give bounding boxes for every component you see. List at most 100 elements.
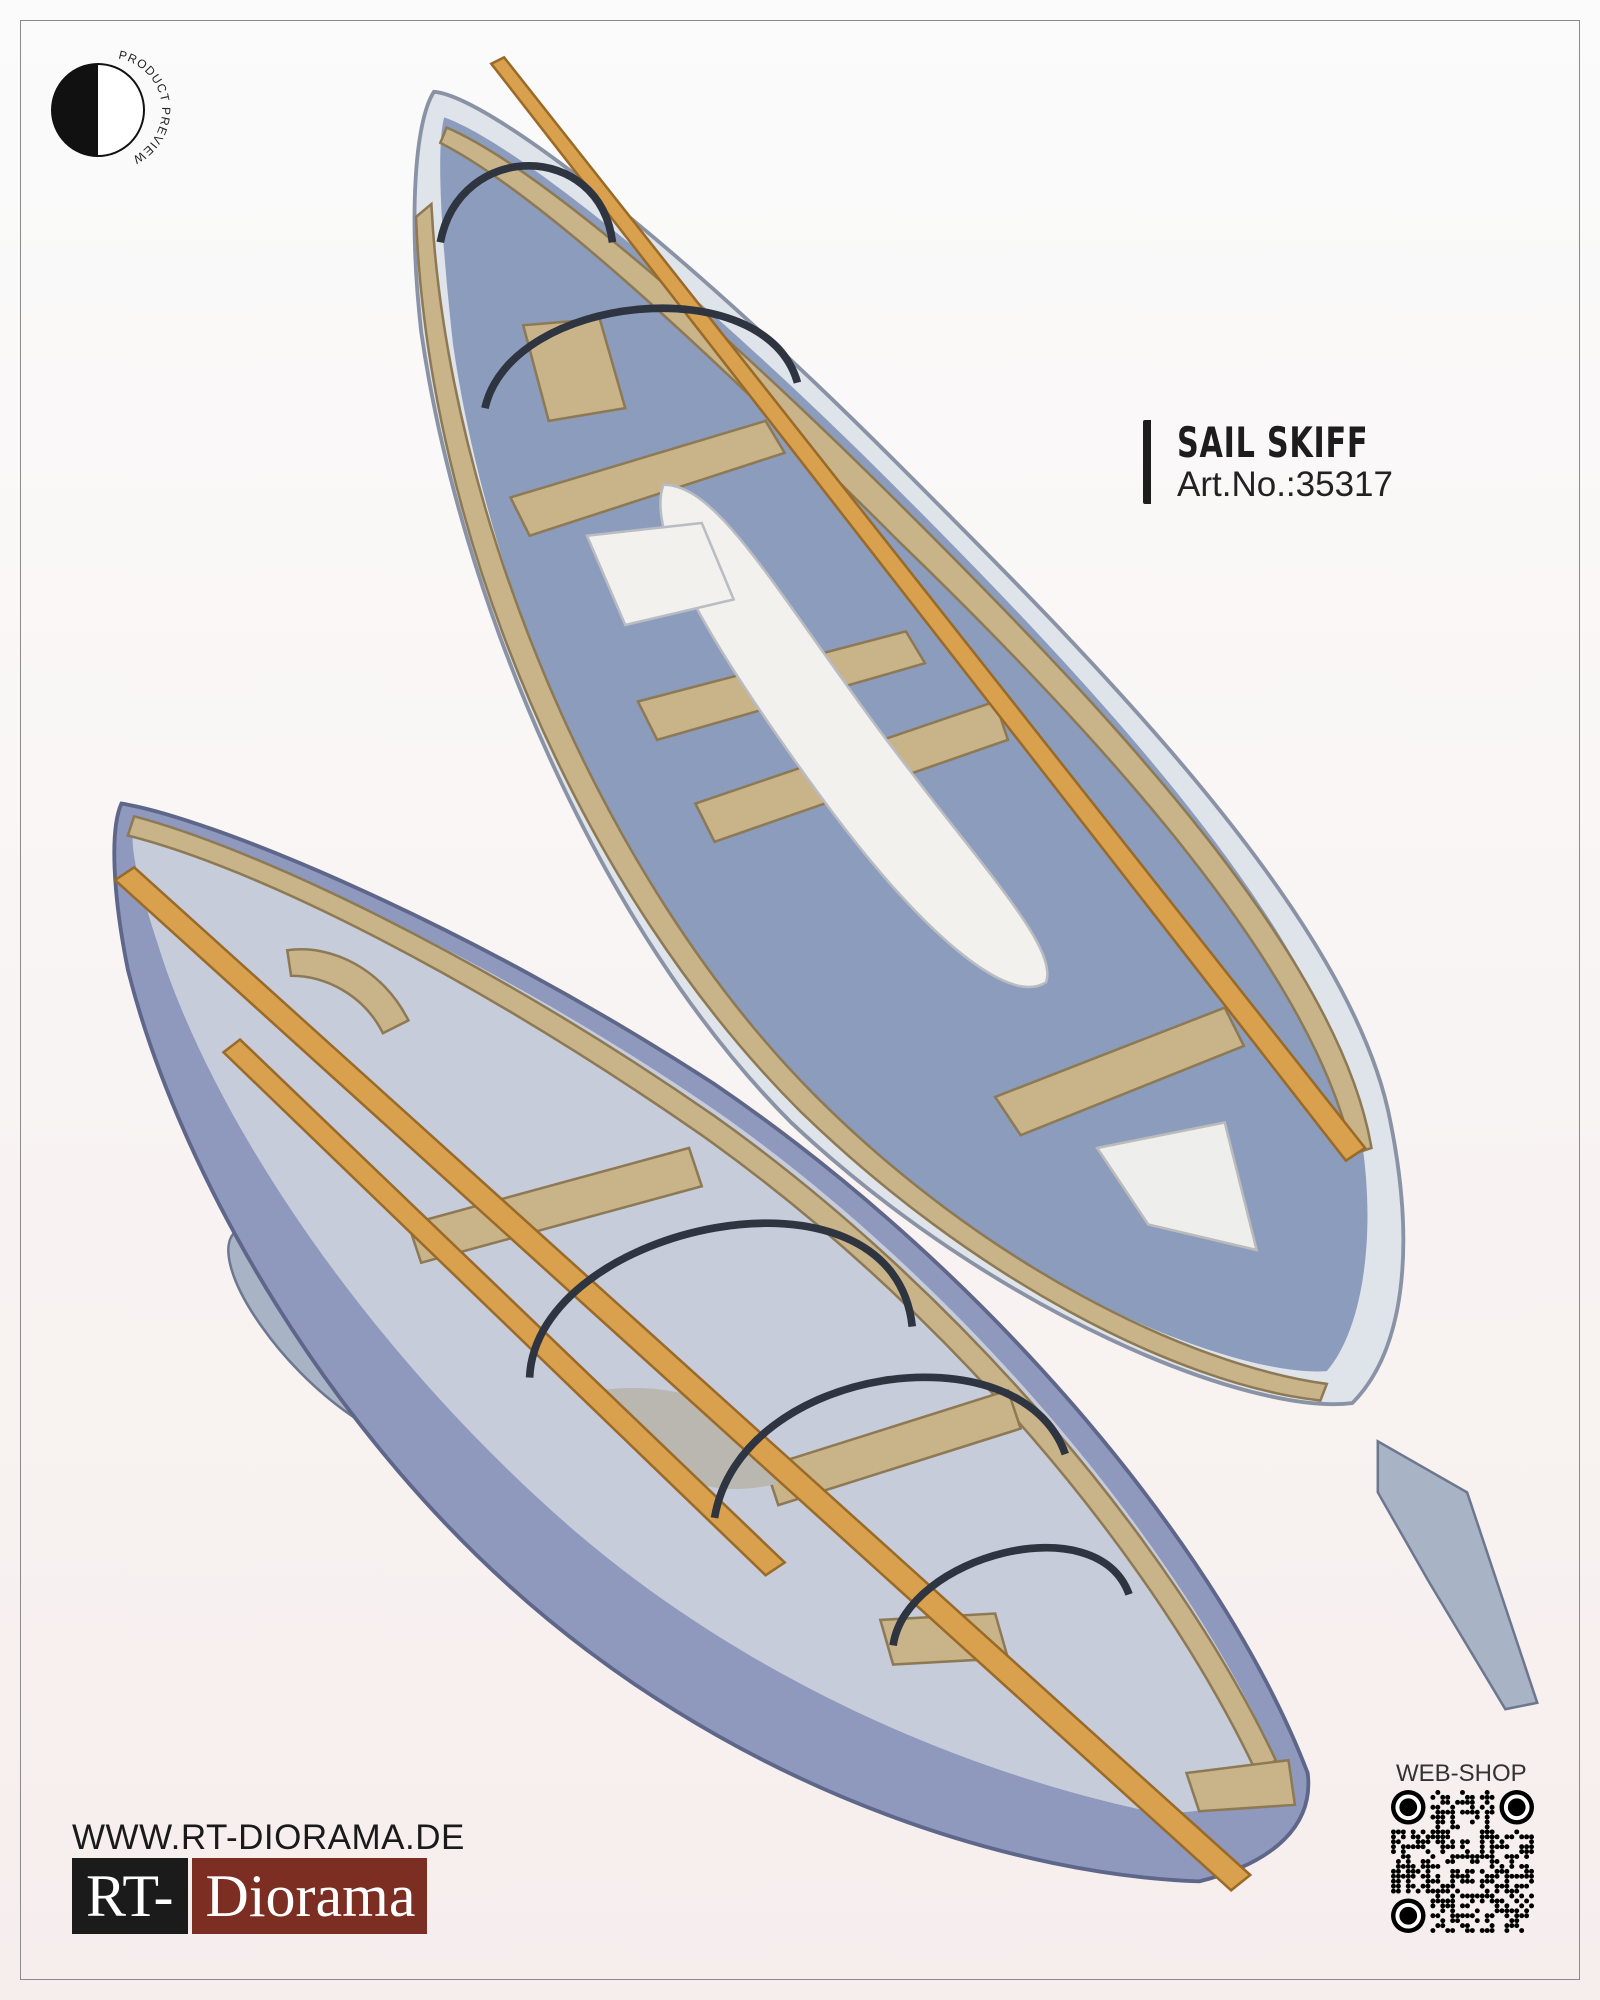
qr-module xyxy=(1425,1883,1431,1889)
lower-boat xyxy=(112,801,1311,1892)
qr-module xyxy=(1420,1863,1426,1869)
qr-module xyxy=(1469,1799,1475,1805)
qr-module xyxy=(1435,1829,1441,1835)
qr-module xyxy=(1464,1868,1470,1874)
qr-module xyxy=(1504,1928,1510,1933)
qr-module xyxy=(1425,1863,1431,1869)
qr-module xyxy=(1460,1878,1465,1884)
qr-module xyxy=(1484,1878,1490,1884)
qr-module xyxy=(1435,1873,1441,1879)
qr-module xyxy=(1430,1898,1436,1904)
qr-module xyxy=(1450,1878,1456,1884)
qr-module xyxy=(1519,1844,1525,1850)
qr-module xyxy=(1445,1809,1451,1815)
qr-module xyxy=(1464,1799,1470,1805)
qr-module xyxy=(1509,1893,1515,1899)
qr-module xyxy=(1440,1849,1446,1855)
qr-module xyxy=(1405,1878,1411,1884)
qr-module xyxy=(1514,1829,1520,1835)
qr-module xyxy=(1435,1863,1441,1869)
qr-module xyxy=(1395,1883,1401,1889)
qr-module xyxy=(1519,1883,1525,1889)
qr-module xyxy=(1484,1888,1490,1894)
qr-module xyxy=(1405,1888,1411,1894)
qr-module xyxy=(1450,1839,1456,1845)
qr-module xyxy=(1469,1819,1475,1825)
qr-module xyxy=(1504,1873,1510,1879)
qr-module xyxy=(1435,1819,1441,1825)
qr-module xyxy=(1435,1790,1441,1795)
qr-module xyxy=(1420,1829,1426,1835)
qr-module xyxy=(1425,1849,1431,1855)
qr-module xyxy=(1395,1888,1401,1894)
page-frame xyxy=(20,20,1580,1980)
qr-module xyxy=(1519,1834,1525,1840)
qr-module xyxy=(1474,1893,1480,1899)
qr-module xyxy=(1529,1849,1534,1855)
qr-module xyxy=(1469,1878,1475,1884)
qr-module xyxy=(1504,1878,1510,1884)
qr-module xyxy=(1450,1809,1456,1815)
qr-module xyxy=(1519,1903,1525,1909)
qr-module xyxy=(1395,1873,1401,1879)
webshop-label: WEB-SHOP xyxy=(1396,1760,1527,1787)
qr-module xyxy=(1504,1908,1510,1914)
qr-module xyxy=(1504,1834,1510,1840)
qr-module xyxy=(1484,1893,1490,1899)
qr-module xyxy=(1474,1809,1480,1815)
product-title-block: SAIL SKIFF Art.No.:35317 xyxy=(1143,420,1443,504)
qr-module xyxy=(1479,1878,1485,1884)
qr-module xyxy=(1435,1804,1441,1810)
qr-module xyxy=(1430,1878,1436,1884)
qr-module xyxy=(1440,1814,1446,1820)
qr-module xyxy=(1479,1794,1485,1800)
qr-module xyxy=(1514,1854,1520,1860)
qr-module xyxy=(1400,1834,1406,1840)
qr-module xyxy=(1479,1834,1485,1840)
qr-module xyxy=(1524,1868,1530,1874)
qr-module xyxy=(1440,1829,1446,1835)
qr-module xyxy=(1450,1913,1456,1919)
qr-module xyxy=(1489,1834,1495,1840)
qr-module xyxy=(1504,1923,1510,1929)
qr-module xyxy=(1479,1868,1485,1874)
qr-module xyxy=(1420,1839,1426,1845)
qr-module xyxy=(1400,1863,1406,1869)
qr-module xyxy=(1415,1868,1421,1874)
qr-module xyxy=(1509,1923,1515,1929)
qr-module xyxy=(1464,1923,1470,1929)
qr-module xyxy=(1464,1893,1470,1899)
qr-module xyxy=(1484,1834,1490,1840)
qr-module xyxy=(1400,1844,1406,1850)
qr-module xyxy=(1440,1819,1446,1825)
qr-module xyxy=(1494,1883,1500,1889)
qr-module xyxy=(1509,1888,1515,1894)
qr-module xyxy=(1460,1873,1465,1879)
qr-module xyxy=(1514,1918,1520,1924)
qr-module xyxy=(1395,1878,1401,1884)
qr-module xyxy=(1499,1863,1505,1869)
qr-module xyxy=(1430,1903,1436,1909)
qr-module xyxy=(1455,1913,1461,1919)
qr-module xyxy=(1524,1854,1530,1860)
qr-module xyxy=(1479,1804,1485,1810)
upper-boat xyxy=(412,55,1539,1711)
qr-module xyxy=(1474,1854,1480,1860)
qr-module xyxy=(1460,1854,1465,1860)
qr-module xyxy=(1514,1908,1520,1914)
qr-module xyxy=(1504,1903,1510,1909)
qr-module xyxy=(1524,1834,1530,1840)
website-link[interactable]: WWW.RT-DIORAMA.DE xyxy=(72,1818,465,1857)
qr-module xyxy=(1455,1888,1461,1894)
qr-module xyxy=(1425,1859,1431,1864)
qr-module xyxy=(1405,1883,1411,1889)
webshop-qr-code[interactable] xyxy=(1391,1790,1534,1933)
qr-module xyxy=(1484,1873,1490,1879)
qr-module xyxy=(1445,1888,1451,1894)
qr-module xyxy=(1489,1794,1495,1800)
qr-module xyxy=(1395,1859,1401,1864)
qr-module xyxy=(1395,1863,1401,1869)
qr-module xyxy=(1464,1878,1470,1884)
qr-module xyxy=(1464,1854,1470,1860)
qr-module xyxy=(1391,1839,1396,1845)
